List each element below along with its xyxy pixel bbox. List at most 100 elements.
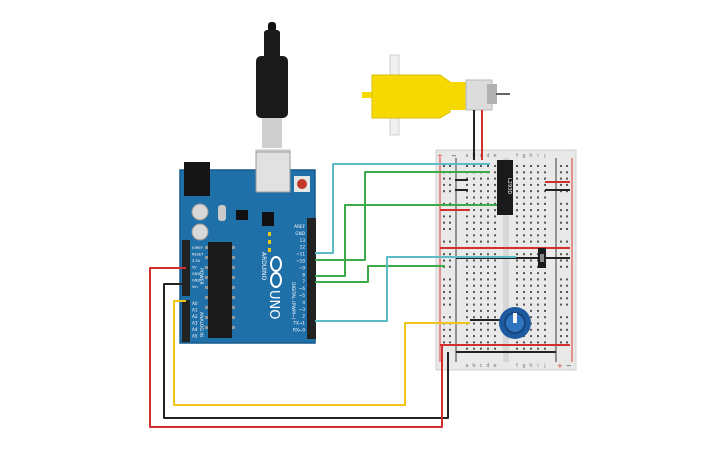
rail-hole [449, 228, 451, 230]
arduino-logo [270, 256, 282, 288]
breadboard-hole [530, 202, 532, 205]
rail-hole [443, 291, 445, 293]
breadboard-hole [466, 291, 468, 293]
breadboard-hole [537, 303, 539, 306]
wire-cyan-pin10[interactable] [315, 163, 490, 254]
brand-label: ARDUINO [260, 252, 267, 281]
breadboard-hole [480, 183, 482, 186]
breadboard-hole [473, 328, 475, 331]
breadboard-hole [544, 183, 546, 186]
rail-hole [560, 202, 562, 205]
breadboard-hole [494, 303, 496, 306]
breadboard-hole [523, 165, 525, 167]
arduino-board[interactable]: ARDUINO UNO DIGITAL (PWM~) POWER ANALOG … [179, 151, 316, 344]
breadboard-hole [480, 303, 482, 306]
breadboard-hole [473, 291, 475, 293]
rail-hole [443, 335, 445, 338]
slide-switch[interactable] [538, 248, 546, 268]
breadboard-hole [494, 165, 496, 167]
breadboard-hole [530, 196, 532, 199]
wire-green-pin5[interactable] [315, 265, 445, 283]
column-letter: h [529, 363, 532, 369]
rail-hole [449, 316, 451, 319]
rail-hole [449, 165, 451, 167]
breadboard-hole [480, 215, 482, 218]
breadboard-hole [466, 328, 468, 331]
column-letter: e [493, 363, 496, 369]
analog-pin-label: A0 [192, 301, 198, 306]
breadboard-hole [466, 278, 468, 281]
digital-pin-label: 8 [302, 272, 305, 277]
breadboard-hole [537, 221, 539, 224]
breadboard-hole [537, 297, 539, 300]
breadboard-hole [480, 234, 482, 237]
wire-cyan-pin2[interactable] [315, 256, 516, 322]
breadboard-hole [516, 234, 518, 237]
chip-pins [205, 246, 235, 329]
breadboard-hole [494, 240, 496, 243]
motor-driver-chip[interactable]: L293D [497, 160, 513, 215]
digital-pin-label: ~11 [296, 252, 305, 257]
breadboard-hole [480, 322, 482, 325]
breadboard-hole [494, 183, 496, 186]
breadboard-hole [487, 228, 489, 230]
column-letter: f [516, 363, 518, 369]
wires[interactable] [149, 163, 516, 428]
power-pin-label: 3.3V [192, 259, 201, 263]
rail-hole [560, 177, 562, 180]
microcontroller-chip [208, 242, 232, 338]
analog-header [182, 300, 190, 342]
dc-motor[interactable] [362, 54, 510, 160]
breadboard-hole [466, 309, 468, 312]
breadboard-hole [494, 328, 496, 331]
breadboard-hole [494, 253, 496, 256]
breadboard-hole [516, 253, 518, 256]
breadboard-hole [530, 328, 532, 331]
wire-yellow-a0[interactable] [173, 300, 470, 406]
potentiometer[interactable] [499, 307, 531, 339]
wire-green-pin9[interactable] [315, 171, 490, 261]
rail-hole [560, 316, 562, 319]
rail-hole [566, 328, 568, 331]
digital-pin-label: 4 [302, 300, 305, 305]
breadboard-hole [516, 177, 518, 180]
breadboard-hole [487, 215, 489, 218]
breadboard-hole [487, 309, 489, 312]
wire-red-5v[interactable] [149, 267, 443, 428]
breadboard-hole [537, 335, 539, 338]
digital-pin-label: 7 [302, 279, 305, 284]
rail-hole [566, 228, 568, 230]
rail-hole [449, 341, 451, 344]
power-pin-label: GND [192, 279, 200, 283]
rail-hole [449, 303, 451, 306]
rail-hole [449, 259, 451, 262]
breadboard-hole [530, 240, 532, 243]
rail-hole [443, 215, 445, 218]
analog-pin-label: A5 [192, 334, 198, 339]
rail-hole [566, 177, 568, 180]
rail-hole [443, 297, 445, 300]
breadboard-hole [544, 328, 546, 331]
breadboard-hole [473, 278, 475, 281]
rail-hole [443, 328, 445, 331]
power-pin-label: Vin [192, 285, 198, 289]
breadboard-hole [530, 322, 532, 325]
breadboard-hole [537, 183, 539, 186]
power-section-label: POWER [198, 268, 204, 285]
breadboard-hole [473, 297, 475, 300]
wire-green-pin6[interactable] [315, 204, 497, 277]
breadboard-hole [544, 322, 546, 325]
breadboard-hole [480, 209, 482, 212]
rail-hole [566, 297, 568, 300]
breadboard-hole [537, 309, 539, 312]
breadboard-hole [537, 291, 539, 293]
analog-section-label: ANALOG IN [198, 312, 204, 337]
wire-black-gnd[interactable] [163, 283, 449, 419]
breadboard-hole [494, 291, 496, 293]
breadboard-hole [523, 272, 525, 275]
breadboard-hole [494, 297, 496, 300]
breadboard-hole [523, 253, 525, 256]
breadboard-hole [530, 272, 532, 275]
breadboard-hole [466, 347, 468, 350]
breadboard-hole [487, 259, 489, 262]
